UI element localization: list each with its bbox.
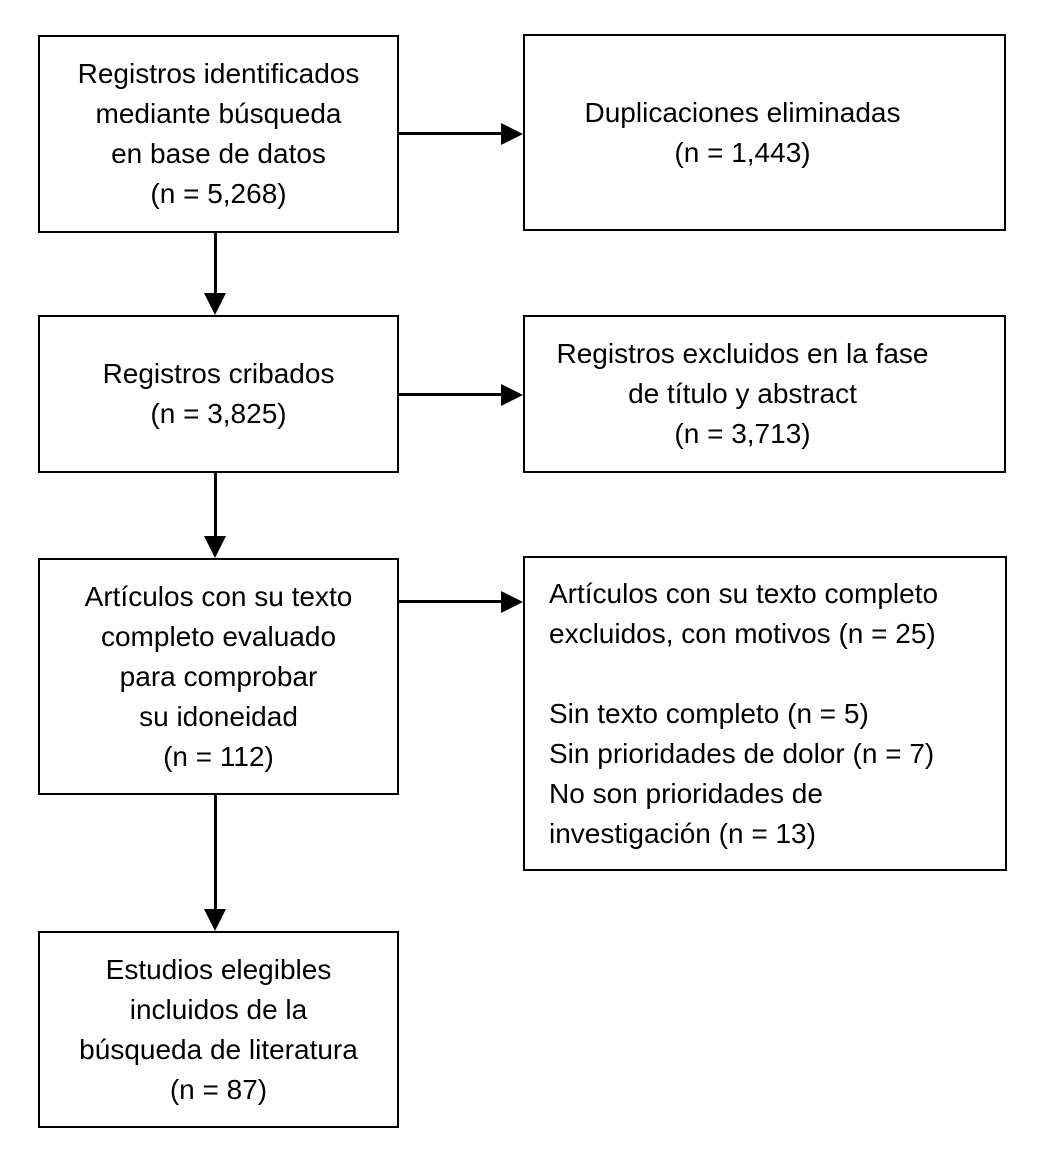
box-duplicates-removed: Duplicaciones eliminadas (n = 1,443) xyxy=(523,34,1006,231)
box-text-line: en base de datos xyxy=(111,138,326,169)
box-text-line: de título y abstract xyxy=(628,378,857,409)
box-records-excluded-title-abstract: Registros excluidos en la fase de título… xyxy=(523,315,1006,473)
arrow-line xyxy=(214,473,217,536)
box-text-line: Registros excluidos en la fase xyxy=(556,338,929,369)
arrow-down-icon xyxy=(204,909,226,931)
box-text-line: (n = 5,268) xyxy=(150,178,287,209)
arrow-right-icon xyxy=(501,591,523,613)
box-fulltext-excluded-with-reasons: Artículos con su texto completo excluido… xyxy=(523,556,1007,871)
box-text-line: (n = 1,443) xyxy=(674,136,811,168)
arrow-line xyxy=(399,393,501,396)
box-text-line: investigación (n = 13) xyxy=(549,817,816,849)
arrow-down-icon xyxy=(204,293,226,315)
box-text-line: Artículos con su texto xyxy=(84,580,353,612)
box-text-line: completo evaluado xyxy=(100,620,337,652)
box-records-screened: Registros cribados (n = 3,825) xyxy=(38,315,399,473)
box-text-line: Registros cribados xyxy=(102,358,335,389)
arrow-line xyxy=(214,233,217,293)
box-text-line: No son prioridades de xyxy=(549,777,823,809)
box-text-line: incluidos de la xyxy=(129,993,308,1025)
arrow-right-icon xyxy=(501,384,523,406)
box-studies-included: Estudios elegibles incluidos de la búsqu… xyxy=(38,931,399,1128)
box-text-line: para comprobar xyxy=(119,660,318,692)
box-fulltext-assessed: Artículos con su texto completo evaluado… xyxy=(38,558,399,795)
box-text-line: (n = 3,825) xyxy=(150,398,287,429)
box-text-line: Sin prioridades de dolor (n = 7) xyxy=(549,737,935,769)
arrow-line xyxy=(214,795,217,909)
box-text-line: Sin texto completo (n = 5) xyxy=(549,697,869,729)
box-text-line: búsqueda de literatura xyxy=(79,1033,358,1065)
box-text-line: (n = 87) xyxy=(169,1073,268,1105)
box-text-line-blank xyxy=(549,654,995,694)
box-text-line: su idoneidad xyxy=(139,700,298,732)
box-text-line: (n = 112) xyxy=(163,740,274,772)
box-records-identified: Registros identificados mediante búsqued… xyxy=(38,35,399,233)
arrow-line xyxy=(399,600,501,603)
arrow-right-icon xyxy=(501,123,523,145)
arrow-down-icon xyxy=(204,536,226,558)
box-text-line: Duplicaciones eliminadas xyxy=(584,96,901,128)
box-text-line: excluidos, con motivos (n = 25) xyxy=(549,617,936,649)
box-text-line: (n = 3,713) xyxy=(674,418,811,449)
box-text-line: mediante búsqueda xyxy=(95,98,342,129)
box-text-line: Registros identificados xyxy=(77,58,360,89)
box-text-line: Estudios elegibles xyxy=(105,953,332,985)
arrow-line xyxy=(399,132,501,135)
box-text-line: Artículos con su texto completo xyxy=(549,577,939,609)
